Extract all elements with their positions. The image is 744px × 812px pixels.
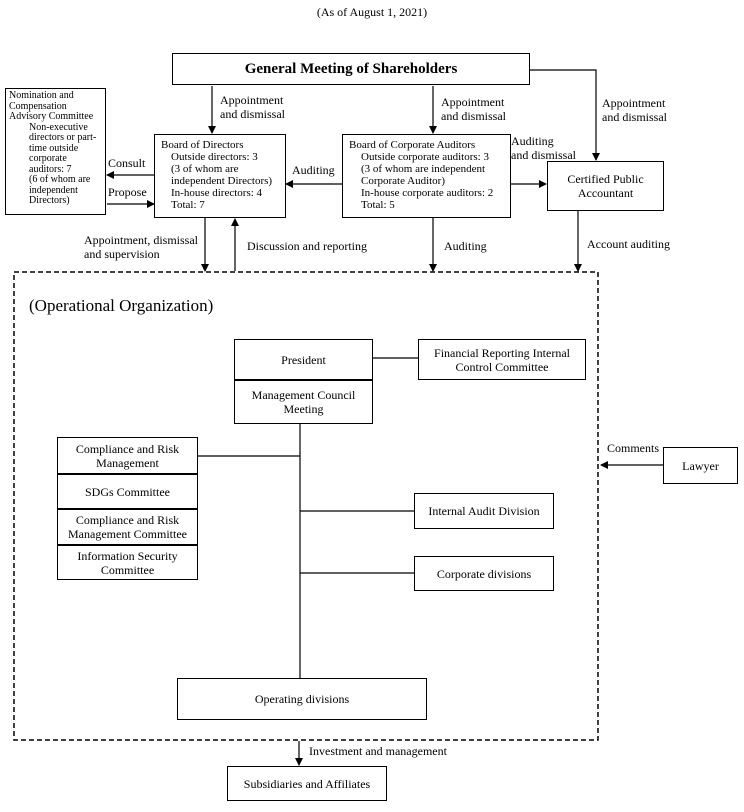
board-of-directors-box: Board of Directors Outside directors: 3 … (154, 134, 286, 218)
compliance-risk-management-box: Compliance and Risk Management (57, 437, 198, 474)
operational-frame (13, 271, 599, 741)
label-propose: Propose (108, 185, 147, 199)
arrow-shareholders-to-cpa (530, 69, 600, 161)
operational-title: (Operational Organization) (29, 296, 214, 315)
internal-audit-box: Internal Audit Division (414, 493, 554, 529)
label-appointment-directors: Appointment and dismissal (220, 93, 285, 121)
label-investment-management: Investment and management (309, 744, 447, 758)
compliance-risk-committee-box: Compliance and Risk Management Committee (57, 509, 198, 545)
information-security-committee-box: Information Security Committee (57, 545, 198, 580)
label-comments: Comments (607, 441, 660, 455)
fric-box: Financial Reporting Internal Control Com… (418, 339, 586, 380)
management-council-box: Management Council Meeting (234, 380, 373, 424)
president-box: President (234, 339, 373, 380)
label-appointment-auditors: Appointment and dismissal (441, 95, 506, 123)
label-auditing-dismissal: Auditing and dismissal (511, 134, 576, 162)
label-discussion-reporting: Discussion and reporting (247, 239, 367, 253)
nomination-committee-box: Nomination and Compensation Advisory Com… (5, 88, 106, 215)
lawyer-box: Lawyer (663, 447, 738, 484)
cpa-box: Certified Public Accountant (547, 161, 664, 211)
label-consult: Consult (108, 156, 146, 170)
date-note: (As of August 1, 2021) (316, 5, 428, 19)
label-auditing-left: Auditing (292, 163, 335, 177)
label-auditing-down: Auditing (444, 239, 487, 253)
sdgs-committee-box: SDGs Committee (57, 474, 198, 509)
subsidiaries-box: Subsidiaries and Affiliates (227, 766, 387, 801)
operating-divisions-box: Operating divisions (177, 678, 427, 720)
board-of-auditors-box: Board of Corporate Auditors Outside corp… (342, 134, 511, 218)
label-appointment-supervision: Appointment, dismissal and supervision (84, 233, 198, 261)
label-account-auditing: Account auditing (587, 237, 670, 251)
corporate-divisions-box: Corporate divisions (414, 556, 554, 591)
shareholders-box: General Meeting of Shareholders (172, 53, 530, 85)
label-appointment-cpa: Appointment and dismissal (602, 96, 667, 124)
